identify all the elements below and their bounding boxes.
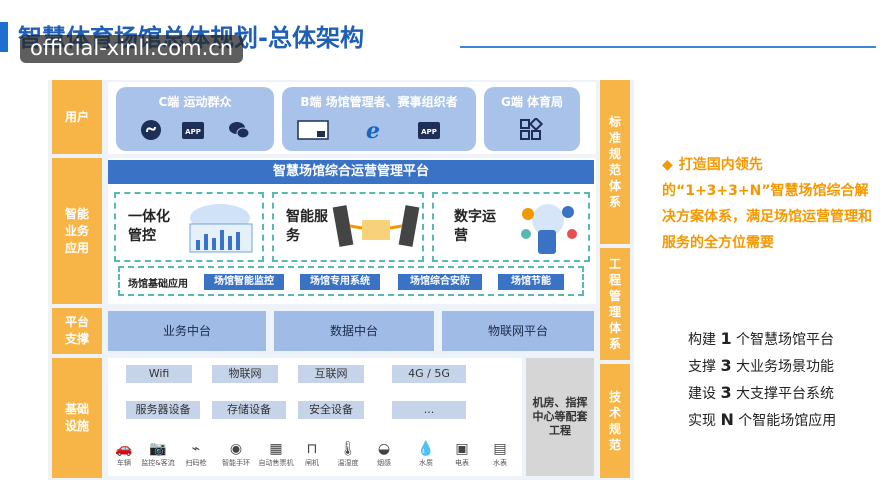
device-smoke-detector: ◒烟感 — [366, 440, 402, 468]
base-chip-dedicated-system: 场馆专用系统 — [300, 274, 380, 290]
device-wristband: ◉智能手环 — [218, 440, 254, 468]
infra-iot: 物联网 — [212, 365, 278, 383]
watermark: official-xinli.com.cn — [20, 35, 244, 63]
water-meter-icon: ▤ — [493, 441, 507, 457]
device-gate: ⊓闸机 — [294, 440, 330, 468]
user-card-b: B端 场馆管理者、赛事组织者 e APP — [282, 87, 476, 151]
digital-operation-icon — [521, 204, 577, 254]
wristband-icon: ◉ — [229, 441, 243, 457]
layer-label-user: 用户 — [52, 80, 102, 154]
scanner-icon: ⌁ — [191, 441, 201, 457]
app-icon: APP — [416, 117, 442, 143]
device-electric-meter: ▣电表 — [444, 440, 480, 468]
app-icon: APP — [180, 117, 206, 143]
ticket-machine-icon: ▦ — [269, 441, 283, 457]
electric-meter-icon: ▣ — [455, 441, 469, 457]
user-card-g: G端 体育局 — [484, 87, 580, 151]
diamond-bullet-icon: ◆ — [662, 157, 673, 173]
pc-icon — [296, 117, 330, 143]
title-accent-bar — [0, 22, 8, 52]
middle-data: 数据中台 — [274, 311, 434, 351]
summary-line-2: 支撑 3 大业务场景功能 — [688, 356, 835, 375]
device-water-quality: 💧水质 — [408, 440, 444, 468]
column-tech: 技术规范 — [600, 364, 630, 478]
smoke-detector-icon: ◒ — [377, 441, 391, 457]
infra-4g5g: 4G / 5G — [392, 365, 466, 383]
device-thermometer: 🌡温湿度 — [330, 440, 366, 468]
infra-internet: 互联网 — [298, 365, 364, 383]
device-car: 🚗车辆 — [106, 440, 142, 468]
infra-server: 服务器设备 — [126, 401, 200, 419]
column-standards: 标准规范体系 — [600, 80, 630, 244]
grid-apps-icon — [518, 117, 544, 143]
platform-title-bar: 智慧场馆综合运营管理平台 — [108, 160, 594, 184]
summary-line-1: 构建 1 个智慧场馆平台 — [688, 329, 835, 348]
title-underline — [460, 46, 876, 48]
mini-program-icon — [138, 117, 164, 143]
device-scanner: ⌁扫码枪 — [178, 440, 214, 468]
infra-storage: 存储设备 — [212, 401, 286, 419]
device-water-meter: ▤水表 — [482, 440, 518, 468]
device-ticket-machine: ▦自动售票机 — [258, 441, 294, 467]
gate-icon: ⊓ — [306, 441, 318, 457]
column-engineering: 工程管理体系 — [600, 248, 630, 360]
summary-list: 构建 1 个智慧场馆平台 支撑 3 大业务场景功能 建设 3 大支撑平台系统 实… — [688, 326, 836, 434]
layer-label-app: 智能业务应用 — [52, 158, 102, 304]
app-box-digital-operation: 数字运营 — [432, 192, 590, 262]
base-apps-row: 场馆基础应用 场馆智能监控 场馆专用系统 场馆综合安防 场馆节能 — [118, 266, 584, 296]
base-chip-energy: 场馆节能 — [498, 274, 564, 290]
svg-text:e: e — [366, 118, 380, 142]
base-chip-security: 场馆综合安防 — [398, 274, 482, 290]
layer-label-platform: 平台支撑 — [52, 308, 102, 354]
device-camera: 📷监控&客流 — [141, 441, 175, 467]
app-box-integrated-control: 一体化管控 — [114, 192, 264, 262]
middle-iot: 物联网平台 — [442, 311, 594, 351]
service-terminals-icon — [332, 205, 420, 247]
layer-label-infra: 基础设施 — [52, 358, 102, 478]
base-chip-monitor: 场馆智能监控 — [204, 274, 284, 290]
svg-text:APP: APP — [421, 128, 437, 136]
summary-line-3: 建设 3 大支撑平台系统 — [688, 383, 835, 402]
svg-text:APP: APP — [185, 128, 201, 136]
cloud-dashboard-icon — [189, 204, 253, 253]
ie-icon: e — [360, 117, 386, 143]
summary-line-4: 实现 N 个智能场馆应用 — [688, 410, 837, 429]
camera-icon: 📷 — [149, 441, 167, 457]
wechat-icon — [226, 117, 252, 143]
thermometer-icon: 🌡 — [339, 441, 357, 457]
middle-business: 业务中台 — [108, 311, 266, 351]
user-card-c: C端 运动群众 APP — [116, 87, 274, 151]
infra-room-box: 机房、指挥中心等配套工程 — [526, 358, 594, 476]
app-box-smart-service: 智能服务 — [272, 192, 424, 262]
infra-wifi: Wifi — [126, 365, 192, 383]
infra-more: ... — [392, 401, 466, 419]
water-quality-icon: 💧 — [417, 441, 435, 457]
bullet-statement: ◆打造国内领先的“1+3+3+N”智慧场馆综合解决方案体系，满足场馆运营管理和服… — [662, 157, 872, 251]
car-icon: 🚗 — [115, 441, 133, 457]
infra-security-device: 安全设备 — [298, 401, 364, 419]
